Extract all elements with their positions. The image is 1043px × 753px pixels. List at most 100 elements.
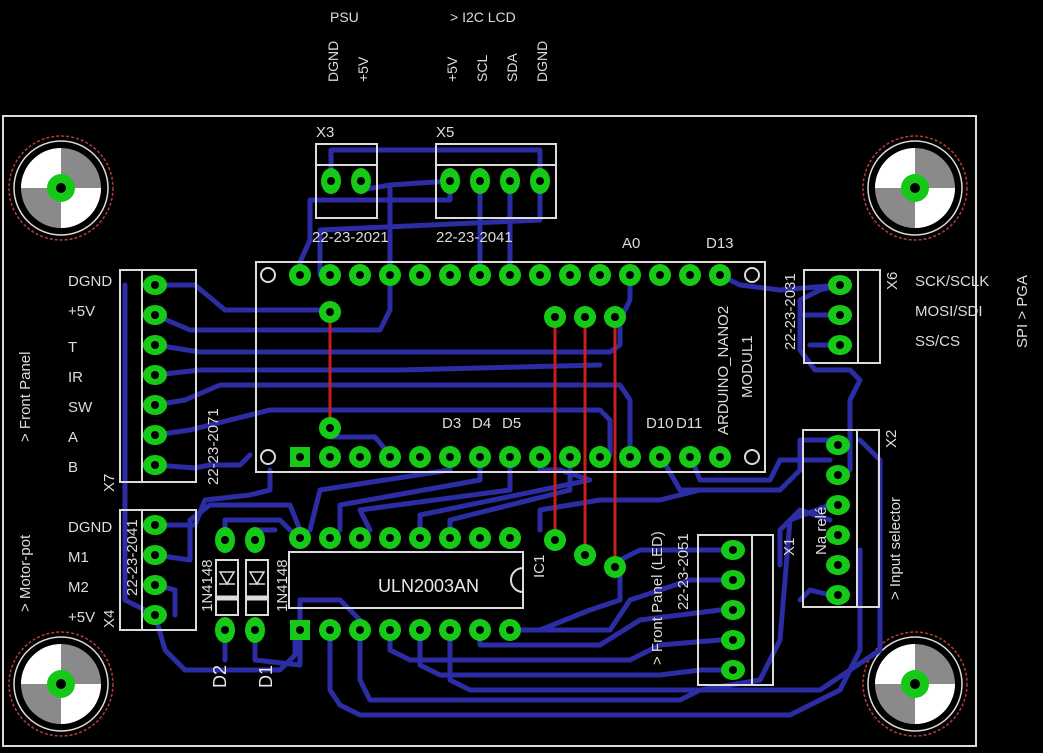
x7-pad-3 <box>143 335 167 355</box>
x7-pad-6 <box>143 425 167 445</box>
x2-group: > Input selector <box>887 497 904 600</box>
x2-pad-4 <box>826 525 850 545</box>
ic1-bottom-pin-7 <box>469 619 491 641</box>
x6-group: SPI > PGA <box>1014 275 1031 348</box>
x7-part: 22-23-2071 <box>205 408 222 485</box>
header-labels: PSU > I2C LCD DGND +5V +5V SCL SDA DGND <box>325 9 550 82</box>
ic1-bottom-pin-4 <box>379 619 401 641</box>
arduino-top-pin-9 <box>529 264 551 286</box>
arduino-bottom-pin-11 <box>589 446 611 468</box>
d1-ref: D1 <box>256 665 276 688</box>
x7-pad-1 <box>143 275 167 295</box>
arduino-bottom-pin-7 <box>469 446 491 468</box>
arduino-bottom-pin-6 <box>439 446 461 468</box>
x5-pad-2 <box>470 168 490 194</box>
arduino-module: MODUL1 <box>739 335 756 398</box>
x4-pad-3 <box>143 575 167 595</box>
arduino-top-pin-14 <box>679 264 701 286</box>
x6-label-ss: SS/CS <box>915 333 960 350</box>
ic1-top-pin-6 <box>439 527 461 549</box>
x1-pad-2 <box>721 570 745 590</box>
arduino-label-d13: D13 <box>706 235 734 252</box>
x2-pad-1 <box>826 435 850 455</box>
arduino-label-d3: D3 <box>442 415 461 432</box>
x7-group: > Front Panel <box>17 352 34 442</box>
x4-label-dgnd: DGND <box>68 519 112 536</box>
arduino-bottom-pin-3 <box>349 446 371 468</box>
x4-pad-4 <box>143 605 167 625</box>
arduino-name: ARDUINO_NANO2 <box>715 306 732 435</box>
arduino-top-pin-3 <box>349 264 371 286</box>
lcd-pin-5v: +5V <box>444 56 460 82</box>
mounting-hole-top-left <box>8 135 114 241</box>
x6-label-mosi: MOSI/SDI <box>915 303 983 320</box>
x3-pad-1 <box>321 168 341 194</box>
x4-label-m2: M2 <box>68 579 89 596</box>
x7-label-5v: +5V <box>68 303 95 320</box>
x2-pad-5 <box>826 555 850 575</box>
psu-label: PSU <box>330 9 359 25</box>
x4-group: > Motor-pot <box>17 534 34 612</box>
x1-pad-4 <box>721 630 745 650</box>
x6-ref: X6 <box>884 272 901 290</box>
arduino-label-d10: D10 <box>646 415 674 432</box>
x7-outline <box>119 269 197 483</box>
x2-pad-3 <box>826 495 850 515</box>
x6-outline <box>803 269 881 364</box>
ic1-top-pin-4 <box>379 527 401 549</box>
arduino-top-pin-11 <box>589 264 611 286</box>
arduino-top-pin-5 <box>409 264 431 286</box>
x3-outline <box>315 143 378 219</box>
x3-ref: X3 <box>316 124 334 141</box>
x6-pad-3 <box>828 335 852 355</box>
arduino-bottom-pin-8 <box>499 446 521 468</box>
x5-part: 22-23-2041 <box>436 229 513 246</box>
arduino-top-pin-2 <box>319 264 341 286</box>
x2-outline <box>802 429 880 608</box>
lcd-pin-scl: SCL <box>474 55 490 82</box>
x5-outline <box>435 143 557 219</box>
x4-pad-1 <box>143 515 167 535</box>
diode-pad-bottom-1 <box>215 617 235 643</box>
via-pad <box>319 301 341 323</box>
x1-group: > Front Panel (LED) <box>649 531 666 665</box>
board-outline <box>2 115 977 747</box>
x4-part: 22-23-2041 <box>124 519 141 596</box>
ic1-value: ULN2003AN <box>378 576 479 596</box>
x4-label-5v: +5V <box>68 609 95 626</box>
arduino-top-pin-12 <box>619 264 641 286</box>
d1-outline <box>245 559 269 616</box>
x7-label-t: T <box>68 339 77 356</box>
x4-ref: X4 <box>101 610 118 628</box>
x3-pad-2 <box>351 168 371 194</box>
ic1-outline <box>288 551 524 609</box>
ic1-bottom-pin-6 <box>439 619 461 641</box>
diode-pad-top-1 <box>215 527 235 553</box>
x2-label: Na relé <box>813 507 830 555</box>
x1-ref: X1 <box>781 538 798 556</box>
arduino-label-a0: A0 <box>622 235 640 252</box>
ic1-top-pin-7 <box>469 527 491 549</box>
x7-pad-2 <box>143 305 167 325</box>
x7-label-sw: SW <box>68 399 93 416</box>
arduino-label-d11: D11 <box>676 415 702 432</box>
lcd-pin-dgnd: DGND <box>534 41 550 82</box>
x6-pad-2 <box>828 305 852 325</box>
x7-ref: X7 <box>101 474 118 492</box>
d2-ref: D2 <box>210 665 230 688</box>
pads <box>143 168 852 680</box>
ic1-top-pin-8 <box>499 527 521 549</box>
ic1-bottom-pin-8 <box>499 619 521 641</box>
x4-pad-2 <box>143 545 167 565</box>
mounting-hole-bottom-right <box>862 631 968 737</box>
ic1-bottom-pin-2 <box>319 619 341 641</box>
arduino-bottom-pin-5 <box>409 446 431 468</box>
via-pad <box>544 306 566 328</box>
ic1-bottom-pin-5 <box>409 619 431 641</box>
arduino-bottom-pin-1 <box>290 447 310 467</box>
x7-pad-4 <box>143 365 167 385</box>
via-pad <box>604 306 626 328</box>
x5-ref: X5 <box>436 124 454 141</box>
mounting-hole-top-right <box>862 135 968 241</box>
ic1-bottom-pin-3 <box>349 619 371 641</box>
